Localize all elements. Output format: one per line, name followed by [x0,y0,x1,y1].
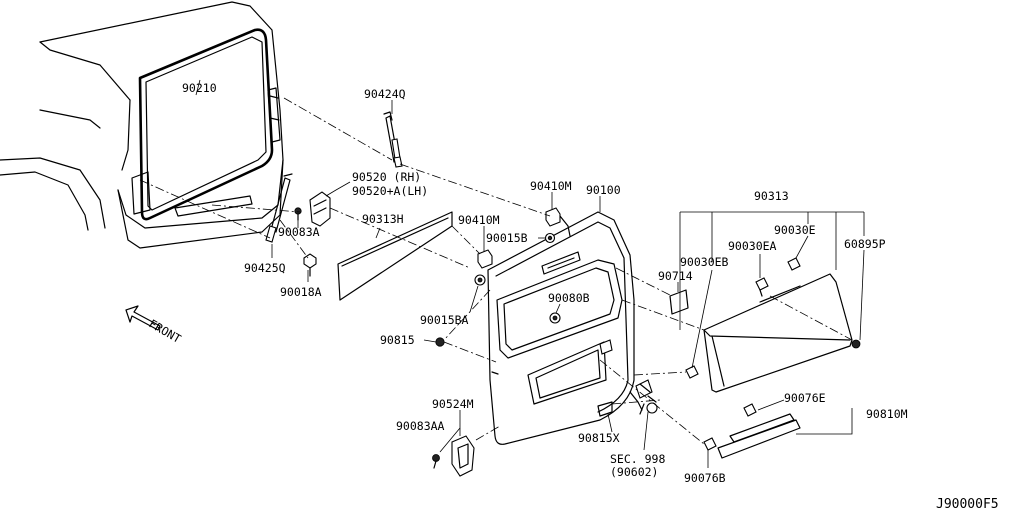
handle-90524m [451,435,475,477]
label-90076e: 90076E [784,391,826,405]
clip-90030eb [685,365,699,379]
bolt-90083aa [432,454,440,469]
label-90520a: 90520+A(LH) [352,184,428,198]
clip-90410m-mid [477,249,493,269]
stay-90424q [383,111,403,168]
bumper-90815 [435,337,445,347]
label-90815x [597,401,613,417]
clip-90030e [787,257,801,271]
bumper-90080b [549,312,561,324]
label-90313: 90313 [754,189,789,203]
label-sec998-sub: (90602) [610,465,658,479]
back-door-90100 [487,211,635,445]
label-90080b: 90080B [548,291,590,305]
label-90083a: 90083A [278,225,320,239]
clip-90410m-top [545,207,571,237]
label-sec998: SEC. 998 [610,452,665,466]
label-90100: 90100 [586,183,621,197]
label-60895p: 60895P [844,237,886,251]
label-90410m-mid: 90410M [458,213,500,227]
label-90520: 90520 (RH) [352,170,421,184]
hinge-90520 [309,191,331,227]
clip-90076e [743,403,757,417]
label-90424q: 90424Q [364,87,406,101]
leader-lines [195,79,865,468]
clip-90076b [703,437,717,451]
label-front: FRONT [147,316,184,345]
label-90410m-top: 90410M [530,179,572,193]
label-90018a: 90018A [280,285,322,299]
weatherstrip-90210 [138,28,274,221]
label-90083aa: 90083AA [396,419,445,433]
grommet-90015b [544,232,556,244]
label-90810m: 90810M [866,407,908,421]
diagram-reference-code: J90000F5 [936,497,999,512]
lock-assembly-sec998 [629,379,658,415]
label-90815: 90815 [380,333,415,347]
front-arrow-icon [125,305,161,331]
label-90015b: 90015B [486,231,528,245]
finisher-90313 [703,273,853,393]
label-90030e: 90030E [774,223,816,237]
sticker-90714 [669,289,689,315]
finisher-90810m [717,413,801,459]
label-90425q: 90425Q [244,261,286,275]
grommet-60895p [851,339,861,349]
label-90313h: 90313H [362,212,404,226]
label-90210: 90210 [182,81,217,95]
label-90076b: 90076B [684,471,726,485]
alignment-lines [139,97,853,445]
stay-90425q [265,173,293,243]
label-90030eb: 90030EB [680,255,729,269]
label-90030ea: 90030EA [728,239,777,253]
label-90015ba: 90015BA [420,313,469,327]
bolt-90018a [303,253,317,277]
grommet-90015ba [474,274,486,286]
label-90524m: 90524M [432,397,474,411]
clip-90030ea [755,277,769,297]
label-90714: 90714 [658,269,693,283]
label-90815x: 90815X [578,431,620,445]
